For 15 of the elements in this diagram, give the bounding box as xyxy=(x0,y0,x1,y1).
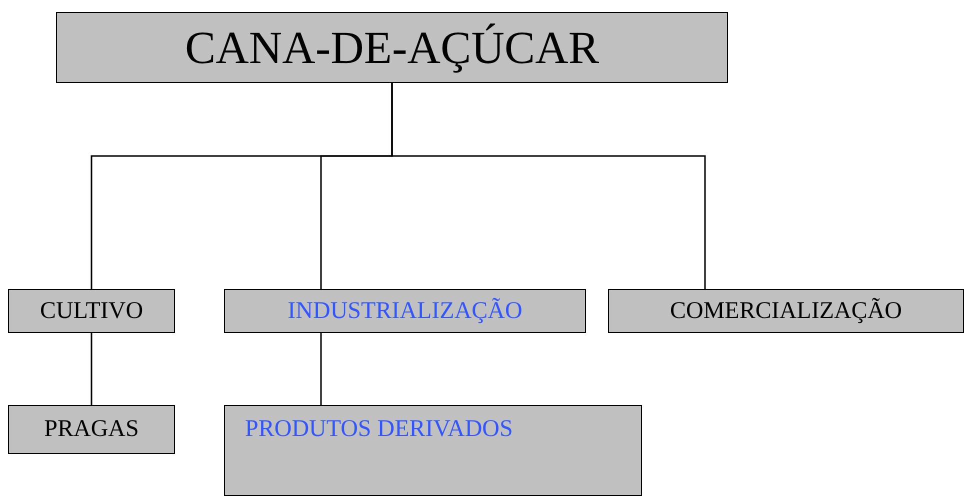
category-box xyxy=(224,405,642,496)
category-box xyxy=(8,289,175,333)
connector-line xyxy=(391,83,706,289)
category-box xyxy=(224,289,586,333)
connector-line xyxy=(90,333,92,405)
box-label: CANA-DE-AÇÚCAR xyxy=(185,21,599,74)
box-label: PRAGAS xyxy=(44,416,139,443)
category-box xyxy=(56,12,728,83)
connector-line xyxy=(320,333,322,405)
box-label: PRODUTOS DERIVADOS xyxy=(245,416,513,443)
box-label: INDUSTRIALIZAÇÃO xyxy=(288,298,522,324)
box-label: COMERCIALIZAÇÃO xyxy=(670,298,902,324)
category-box xyxy=(608,289,964,333)
box-label: CULTIVO xyxy=(40,298,144,324)
category-box xyxy=(8,405,175,454)
